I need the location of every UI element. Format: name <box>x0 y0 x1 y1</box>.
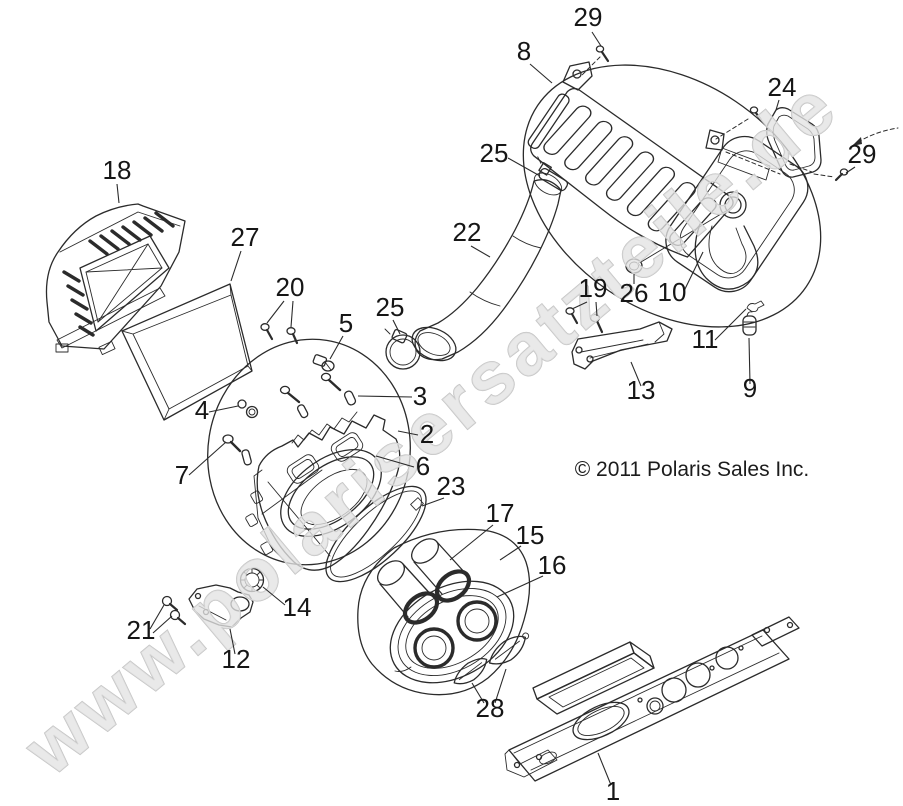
callout-21: 21 <box>127 615 156 645</box>
callout-17: 17 <box>486 498 515 528</box>
callout-3: 3 <box>413 381 427 411</box>
washer-26-drawing <box>625 258 643 274</box>
callout-layer: 29 8 24 29 25 18 22 27 20 19 26 10 25 5 11 9 13 3 4 26 7 23 17… <box>103 2 877 806</box>
leader-line-29 <box>845 166 856 174</box>
intake-tubes-drawing <box>377 538 472 625</box>
air-filter-drawing <box>121 283 253 421</box>
clamp-25-lower-drawing <box>384 328 421 370</box>
screw-29-top-glyph <box>595 45 610 63</box>
leader-line-27 <box>230 250 242 282</box>
screw-29-right-glyph <box>834 168 849 182</box>
clamp-23-drawing <box>325 485 427 583</box>
bracket-12-drawing <box>188 584 254 628</box>
screw-24-glyph <box>749 106 763 122</box>
callout-20: 20 <box>276 272 305 302</box>
leader-line-17 <box>449 524 494 561</box>
callout-28: 28 <box>476 693 505 723</box>
screw-21-glyphs <box>161 595 187 626</box>
leader-line-18 <box>116 183 120 204</box>
callout-13: 13 <box>627 375 656 405</box>
callout-2: 2 <box>420 419 434 449</box>
leader-line-24 <box>775 99 780 111</box>
callout-25: 25 <box>376 292 405 322</box>
intake-duct-drawing <box>411 172 563 362</box>
leader-line-23 <box>421 497 445 507</box>
callout-9: 9 <box>743 373 757 403</box>
leader-line-8 <box>529 63 553 84</box>
leader-line-19 <box>571 301 588 310</box>
gasket-24-drawing <box>766 107 822 178</box>
leader-line-21 <box>149 604 165 630</box>
leader-line-12 <box>229 628 236 655</box>
airbox-cover-drawing <box>45 203 186 356</box>
callout-29: 29 <box>574 2 603 32</box>
callout-29: 29 <box>848 139 877 169</box>
leader-line-20 <box>266 300 285 324</box>
callout-7: 7 <box>175 460 189 490</box>
callout-14: 14 <box>283 592 312 622</box>
housing-15-boundary <box>357 528 531 696</box>
airbox-base-drawing <box>245 411 401 571</box>
callout-6: 6 <box>416 451 430 481</box>
leader-line-15 <box>499 545 522 561</box>
callout-4: 4 <box>195 395 209 425</box>
leader-line-9 <box>748 337 751 385</box>
callout-27: 27 <box>231 222 260 252</box>
callout-12: 12 <box>222 644 251 674</box>
callout-10: 10 <box>658 277 687 307</box>
callout-24: 24 <box>768 72 797 102</box>
leader-line-11 <box>714 308 747 341</box>
leader-line-10 <box>683 251 704 292</box>
cap-14-drawing <box>239 567 265 593</box>
leader-line-5 <box>329 335 344 360</box>
hardware-glyphs <box>222 323 357 466</box>
mounting-plate-drawing <box>504 616 800 782</box>
base-group-boundary <box>207 338 411 566</box>
callout-19: 19 <box>579 273 608 303</box>
copyright-notice: © 2011 Polaris Sales Inc. <box>575 458 810 481</box>
leader-line-28 <box>471 682 485 704</box>
leader-line-1 <box>597 752 612 786</box>
leader-line-4 <box>208 405 239 413</box>
leader-line-6 <box>375 455 415 468</box>
callout-18: 18 <box>103 155 132 185</box>
leader-line-28 <box>494 668 507 704</box>
callout-5: 5 <box>339 308 353 338</box>
mount-9-drawing <box>742 311 757 336</box>
bellows-16-drawing <box>389 580 515 684</box>
leader-line-16 <box>496 575 544 598</box>
muffler-assembly-drawing <box>522 61 822 328</box>
leader-line-19 <box>595 301 598 317</box>
callout-25: 25 <box>480 138 509 168</box>
callout-26: 26 <box>620 278 649 308</box>
callout-11: 11 <box>692 324 719 354</box>
screw-19-glyphs <box>565 307 604 334</box>
leader-line-20 <box>290 300 294 328</box>
leader-line-25 <box>392 319 401 335</box>
bracket-13-drawing <box>571 321 673 370</box>
clip-28-drawings <box>453 632 530 685</box>
clip-11-drawing <box>746 300 765 313</box>
callout-16: 16 <box>538 550 567 580</box>
leader-line-25 <box>507 157 541 177</box>
leader-line-7 <box>188 441 227 476</box>
leader-line-3 <box>357 395 413 398</box>
leader-line-21 <box>152 615 173 634</box>
leader-line-2 <box>397 430 419 436</box>
callout-22: 22 <box>453 217 482 247</box>
callout-15: 15 <box>516 520 545 550</box>
clamp-25-upper-drawing <box>537 156 569 192</box>
callout-8: 8 <box>517 36 531 66</box>
guide-arrowhead <box>852 137 862 146</box>
leader-line-14 <box>262 586 286 606</box>
callout-23: 23 <box>437 471 466 501</box>
leader-line-22 <box>470 245 491 258</box>
callout-1: 1 <box>606 776 620 806</box>
leader-line-13 <box>630 361 642 387</box>
leader-line-29 <box>591 31 602 47</box>
